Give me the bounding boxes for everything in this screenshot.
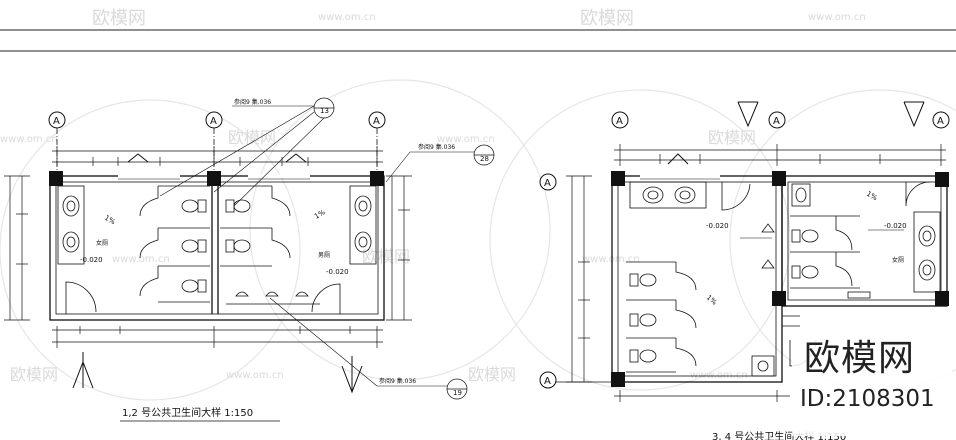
- watermark-brand: 欧模网: [468, 365, 516, 384]
- watermark-url: www.om.cn: [437, 134, 495, 145]
- stalls-right-room: [220, 185, 291, 267]
- dimension-lines-bottom: [614, 315, 800, 402]
- slope-label: 1%: [313, 208, 327, 221]
- watermark-url: www.om.cn: [112, 254, 170, 265]
- walls: [49, 174, 385, 321]
- detail-callouts: [313, 97, 495, 400]
- annotations: -0.020 -0.020 1% 1% 女厕: [705, 190, 907, 307]
- watermark-url: www.om.cn: [582, 254, 640, 265]
- stamp-id: ID:2108301: [800, 386, 935, 412]
- slope-label: 1%: [865, 190, 879, 203]
- structural-columns: [49, 171, 384, 186]
- grid-axis-label: A: [544, 178, 551, 189]
- grid-axis-label: A: [373, 116, 380, 127]
- vanity-left: [57, 185, 85, 265]
- slope-label: 1%: [705, 293, 719, 306]
- grid-axis-label: A: [937, 116, 944, 127]
- watermark-brand: 欧模网: [580, 8, 634, 29]
- plan-left: A A A: [4, 97, 495, 422]
- elevation-label: -0.020: [884, 222, 907, 230]
- note-label: 参阅9 集.036: [379, 377, 416, 385]
- callout-number: 19: [453, 389, 462, 397]
- grid-axis-bubbles: [48, 111, 386, 129]
- slope-label: 1%: [103, 214, 117, 227]
- watermark-url: www.om.cn: [690, 370, 748, 381]
- watermark-brand: 欧模网: [10, 365, 58, 384]
- grid-axis-label: A: [210, 116, 217, 127]
- urinals: [226, 291, 320, 305]
- id-stamp-panel: [792, 336, 952, 436]
- elevation-label: -0.020: [326, 268, 349, 276]
- stalls-right-plan: [626, 261, 697, 373]
- vanity-top: [629, 181, 707, 209]
- leader-lines: [740, 229, 904, 239]
- drawing-title: 1,2 号公共卫生间大样 1:150: [122, 406, 253, 419]
- drawing-title: 3, 4 号公共卫生间大样 1:150: [712, 430, 846, 440]
- note-label: 参阅9 集.036: [234, 98, 271, 106]
- structural-columns: [611, 171, 949, 387]
- dimension-lines-left: [556, 175, 612, 383]
- grid-axis-label: A: [544, 376, 551, 387]
- dimension-lines-bottom: [52, 326, 383, 348]
- section-markers: [72, 153, 363, 394]
- dimension-lines-left: [4, 175, 412, 321]
- grid-axis-bubbles: [539, 111, 950, 389]
- callout-number: 28: [480, 155, 489, 163]
- elevation-label: -0.020: [706, 222, 729, 230]
- room-label: 女厕: [892, 256, 904, 264]
- vanity-right: [349, 185, 377, 265]
- grid-axis-label: A: [53, 116, 60, 127]
- watermark-brand: 欧模网: [362, 247, 410, 266]
- plan-right: A A A A A: [539, 101, 950, 440]
- annotations: 1% 1% -0.020 -0.020 女厕 男厕: [80, 208, 349, 276]
- subroom-fixtures: [790, 181, 941, 299]
- sheet-border: [0, 29, 956, 52]
- elevation-label: -0.020: [80, 256, 103, 264]
- entrance-doors: [65, 281, 341, 314]
- watermark-brand: 欧模网: [92, 8, 146, 29]
- callout-number: 13: [320, 107, 329, 115]
- watermark-brand: 欧模网: [708, 128, 756, 147]
- watermark-url: www.om.cn: [318, 12, 376, 23]
- watermark-url: www.om.cn: [808, 12, 866, 23]
- grid-axis-label: A: [616, 116, 623, 127]
- watermark-text-layer: 欧模网 www.om.cn 欧模网 www.om.cn 欧模网 www.om.c…: [0, 8, 866, 384]
- stamp-logo: 欧模网: [804, 338, 916, 379]
- grid-axis-lines: [56, 128, 378, 178]
- stalls-left-room: [139, 185, 210, 303]
- dimension-lines-top: [614, 144, 946, 166]
- note-label: 参阅9 集.036: [418, 143, 455, 151]
- watermark-brand: 欧模网: [228, 128, 276, 147]
- room-label: 女厕: [96, 239, 108, 247]
- room-label: 男厕: [318, 252, 330, 259]
- watermark-url: www.om.cn: [0, 134, 58, 145]
- section-markers: [667, 101, 925, 165]
- watermark-url: www.om.cn: [226, 370, 284, 381]
- grid-axis-label: A: [773, 116, 780, 127]
- dimension-lines-top: [52, 146, 383, 166]
